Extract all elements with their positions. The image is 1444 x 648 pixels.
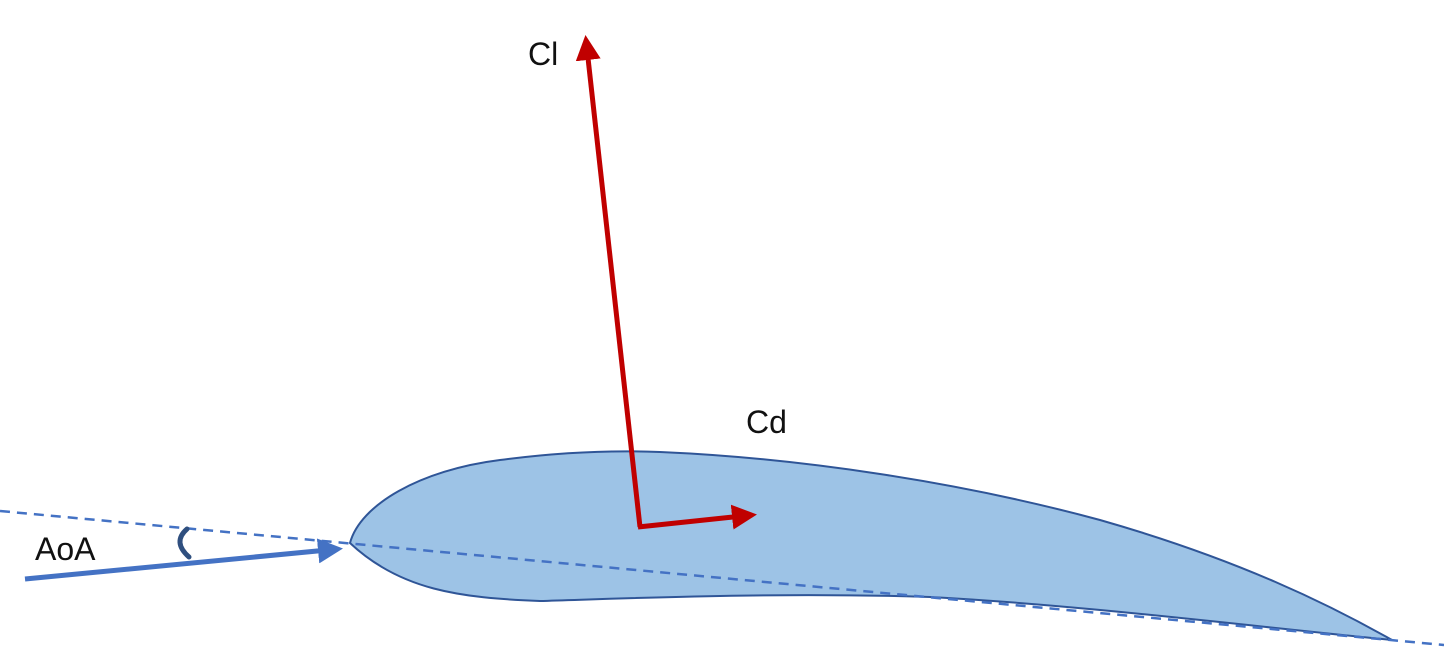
chord-line [0, 509, 1444, 647]
airfoil-shape [348, 450, 1393, 641]
lift-label: Cl [528, 36, 558, 72]
lift-vector-arrow [575, 35, 643, 528]
aoa-label: AoA [35, 531, 96, 567]
drag-label: Cd [746, 404, 787, 440]
angle-arc-icon [177, 526, 192, 560]
freestream-arrow [24, 538, 343, 582]
drag-vector-arrow [637, 504, 757, 530]
